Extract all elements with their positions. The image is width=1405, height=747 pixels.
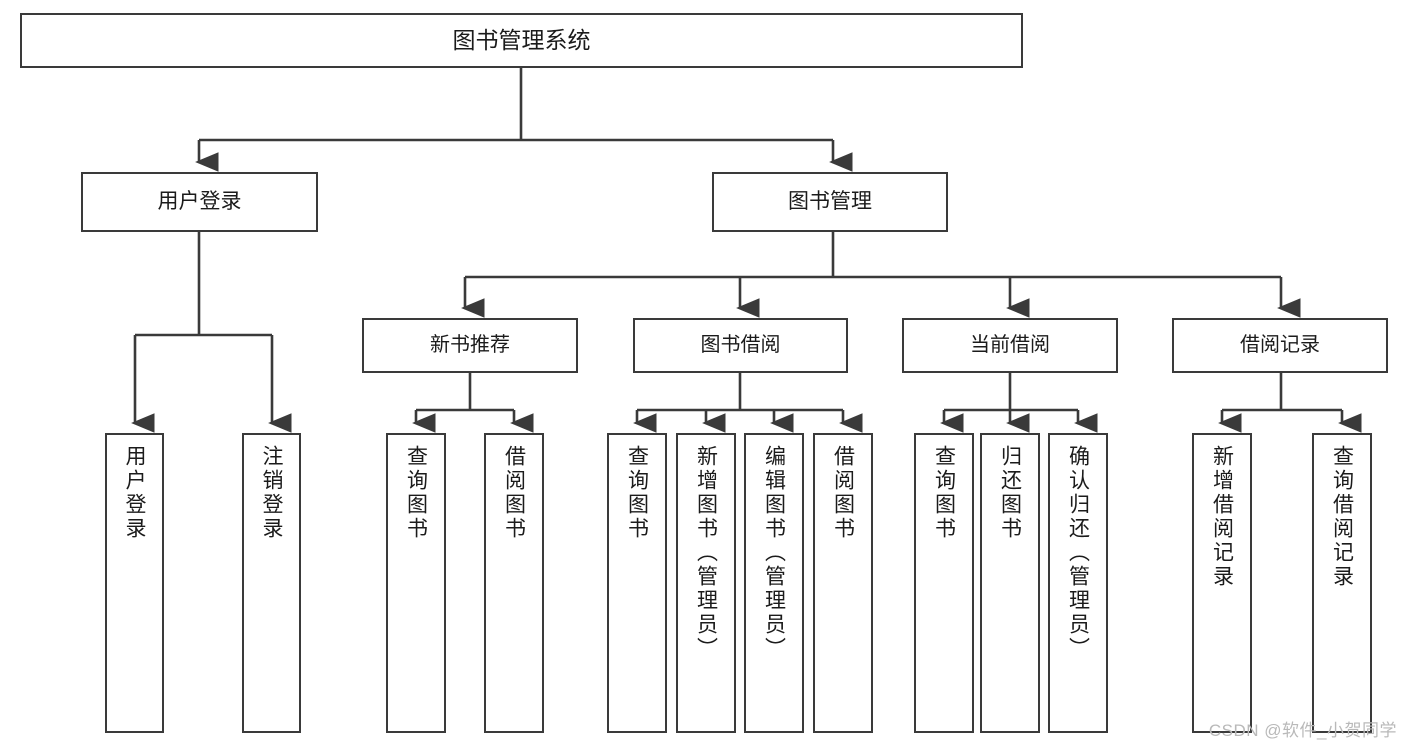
node-label: 查询图书 [404,445,428,541]
node-leaf-user-login[interactable]: 用户登录 [105,433,164,733]
node-leaf-add-borrow-record[interactable]: 新增借阅记录 [1192,433,1252,733]
node-leaf-return-book[interactable]: 归还图书 [980,433,1040,733]
node-label: 注销登录 [260,445,283,541]
node-leaf-edit-book[interactable]: 编辑图书（管理员） [744,433,804,733]
node-label: 借阅图书 [831,445,855,541]
node-label: 查询借阅记录 [1330,445,1354,589]
watermark-text: CSDN @软件_小贺同学 [1208,721,1397,740]
node-borrow-record[interactable]: 借阅记录 [1172,318,1388,373]
node-label: 编辑图书（管理员） [762,445,786,661]
node-new-book-recommend[interactable]: 新书推荐 [362,318,578,373]
node-leaf-user-logout[interactable]: 注销登录 [242,433,301,733]
node-label: 借阅图书 [502,445,526,541]
node-label: 新书推荐 [430,333,510,356]
node-label: 新增图书（管理员） [694,445,718,661]
node-book-management[interactable]: 图书管理 [712,172,948,232]
node-current-borrow[interactable]: 当前借阅 [902,318,1118,373]
node-label: 当前借阅 [970,333,1050,356]
node-book-borrow[interactable]: 图书借阅 [633,318,848,373]
node-user-login[interactable]: 用户登录 [81,172,318,232]
node-root-system[interactable]: 图书管理系统 [20,13,1023,68]
node-leaf-query-book-recommend[interactable]: 查询图书 [386,433,446,733]
node-leaf-add-book[interactable]: 新增图书（管理员） [676,433,736,733]
node-label: 图书管理 [788,189,872,213]
node-leaf-query-book-current[interactable]: 查询图书 [914,433,974,733]
node-leaf-query-book-borrow[interactable]: 查询图书 [607,433,667,733]
node-label: 用户登录 [123,445,146,541]
node-label: 图书管理系统 [452,26,591,53]
node-leaf-borrow-book[interactable]: 借阅图书 [813,433,873,733]
node-label: 新增借阅记录 [1210,445,1234,589]
node-label: 用户登录 [157,189,242,213]
node-label: 图书借阅 [700,333,781,356]
node-label: 确认归还（管理员） [1066,445,1090,661]
node-label: 归还图书 [998,445,1022,541]
node-label: 查询图书 [625,445,649,541]
node-leaf-confirm-return[interactable]: 确认归还（管理员） [1048,433,1108,733]
node-label: 查询图书 [932,445,956,541]
node-label: 借阅记录 [1240,333,1320,356]
node-leaf-query-borrow-record[interactable]: 查询借阅记录 [1312,433,1372,733]
node-leaf-borrow-book-recommend[interactable]: 借阅图书 [484,433,544,733]
